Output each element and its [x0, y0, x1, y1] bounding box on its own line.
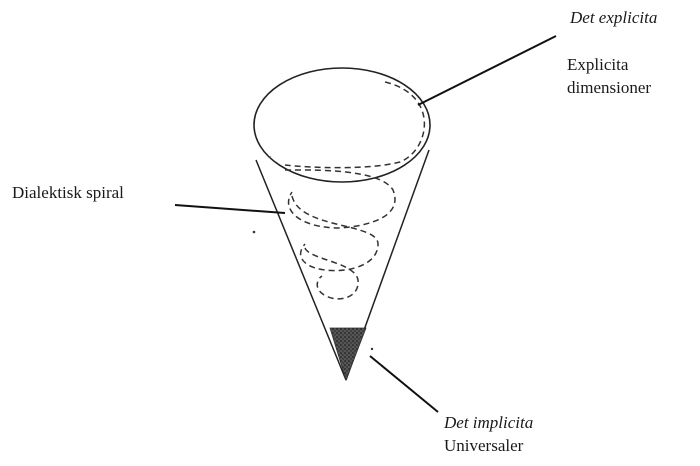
cone-rim: [253, 67, 431, 183]
cone-tip-stipple: [329, 327, 367, 382]
spiral-loop-2: [284, 169, 396, 229]
label-explicit-sub-line2: dimensioner: [567, 78, 652, 97]
label-implicit-title: Det implicita: [444, 413, 534, 432]
label-universals: Universaler: [444, 436, 524, 455]
speck: [269, 156, 271, 158]
leader-explicit: [417, 35, 557, 106]
leader-spiral: [174, 204, 286, 214]
spiral-loop-1: [284, 81, 426, 169]
speck: [252, 230, 256, 234]
cone-left-side: [255, 159, 347, 381]
leader-implicit: [369, 355, 439, 413]
dialectic-spiral: [284, 81, 426, 300]
speck: [370, 347, 374, 351]
spiral-loop-3: [291, 195, 379, 272]
label-explicit-title: Det explicita: [570, 8, 658, 27]
label-dialectic-spiral: Dialektisk spiral: [12, 183, 124, 202]
label-explicit-sub-line1: Explicita: [567, 55, 629, 74]
label-explicit-dimensions: Explicita dimensioner: [567, 53, 651, 99]
spiral-loop-4: [304, 247, 359, 300]
